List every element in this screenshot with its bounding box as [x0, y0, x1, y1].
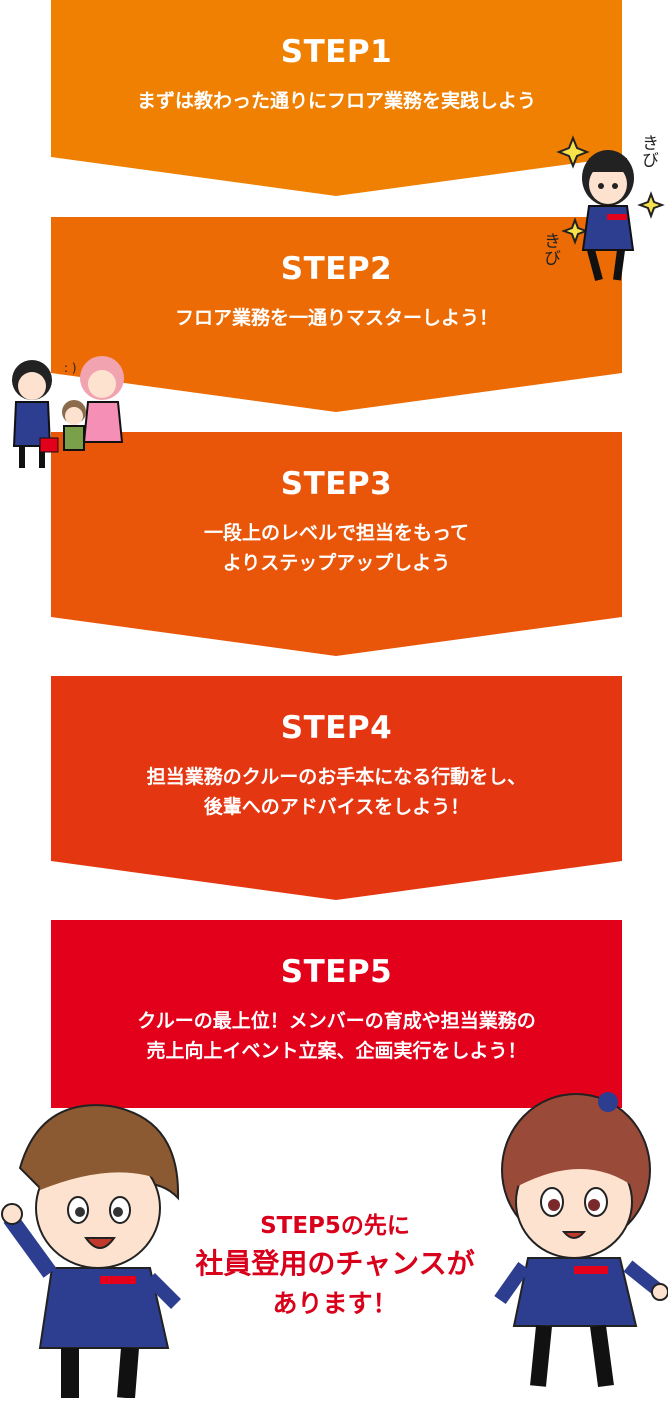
girl-crew-illustration [556, 135, 665, 282]
step-3: STEP3 一段上のレベルで担当をもって よりステップアップしよう [51, 466, 622, 578]
sparkle-icon [561, 217, 589, 245]
step-1-description: まずは教わった通りにフロア業務を実践しよう [136, 90, 536, 112]
svg-text:: ): : ) [64, 361, 77, 375]
career-message-line-2: 社員登用のチャンスが [195, 1247, 475, 1280]
step-3-title: STEP3 [280, 466, 393, 502]
step-4-description: 担当業務のクルーのお手本になる行動をし、 後輩へのアドバイスをしよう！ [146, 766, 527, 818]
step-4: STEP4 担当業務のクルーのお手本になる行動をし、 後輩へのアドバイスをしよう… [51, 710, 622, 822]
kibi-text-1: きび [638, 134, 658, 168]
sparkle-icon [556, 135, 590, 169]
step-2-description: フロア業務を一通りマスターしよう！ [174, 307, 498, 329]
career-message-line-1: STEP5の先に [260, 1213, 410, 1239]
step-2-title: STEP2 [280, 251, 393, 287]
kibi-text-2: きび [540, 232, 560, 266]
step-1: STEP1 まずは教わった通りにフロア業務を実践しよう [51, 34, 622, 116]
career-message-line-3: あります！ [272, 1289, 398, 1318]
female-crew-illustration [494, 1092, 668, 1388]
step2-box [51, 217, 622, 412]
sparkle-icon [637, 191, 665, 219]
step-5-title: STEP5 [280, 954, 393, 990]
step-3-description: 一段上のレベルで担当をもって よりステップアップしよう [203, 522, 470, 574]
step-1-title: STEP1 [280, 34, 393, 70]
step-4-title: STEP4 [280, 710, 393, 746]
step1-box [51, 0, 622, 196]
step4-box [51, 676, 622, 900]
step3-box [51, 432, 622, 656]
male-crew-illustration [1, 1104, 181, 1398]
family-customers-illustration: : ) [12, 356, 124, 468]
career-message: STEP5の先に 社員登用のチャンスが あります！ [170, 1208, 500, 1324]
step5-box [51, 920, 622, 1108]
step-5: STEP5 クルーの最上位！メンバーの育成や担当業務の 売上向上イベント立案、企… [51, 954, 622, 1066]
step-2: STEP2 フロア業務を一通りマスターしよう！ [51, 251, 622, 333]
step-5-description: クルーの最上位！メンバーの育成や担当業務の 売上向上イベント立案、企画実行をしよ… [137, 1010, 536, 1062]
